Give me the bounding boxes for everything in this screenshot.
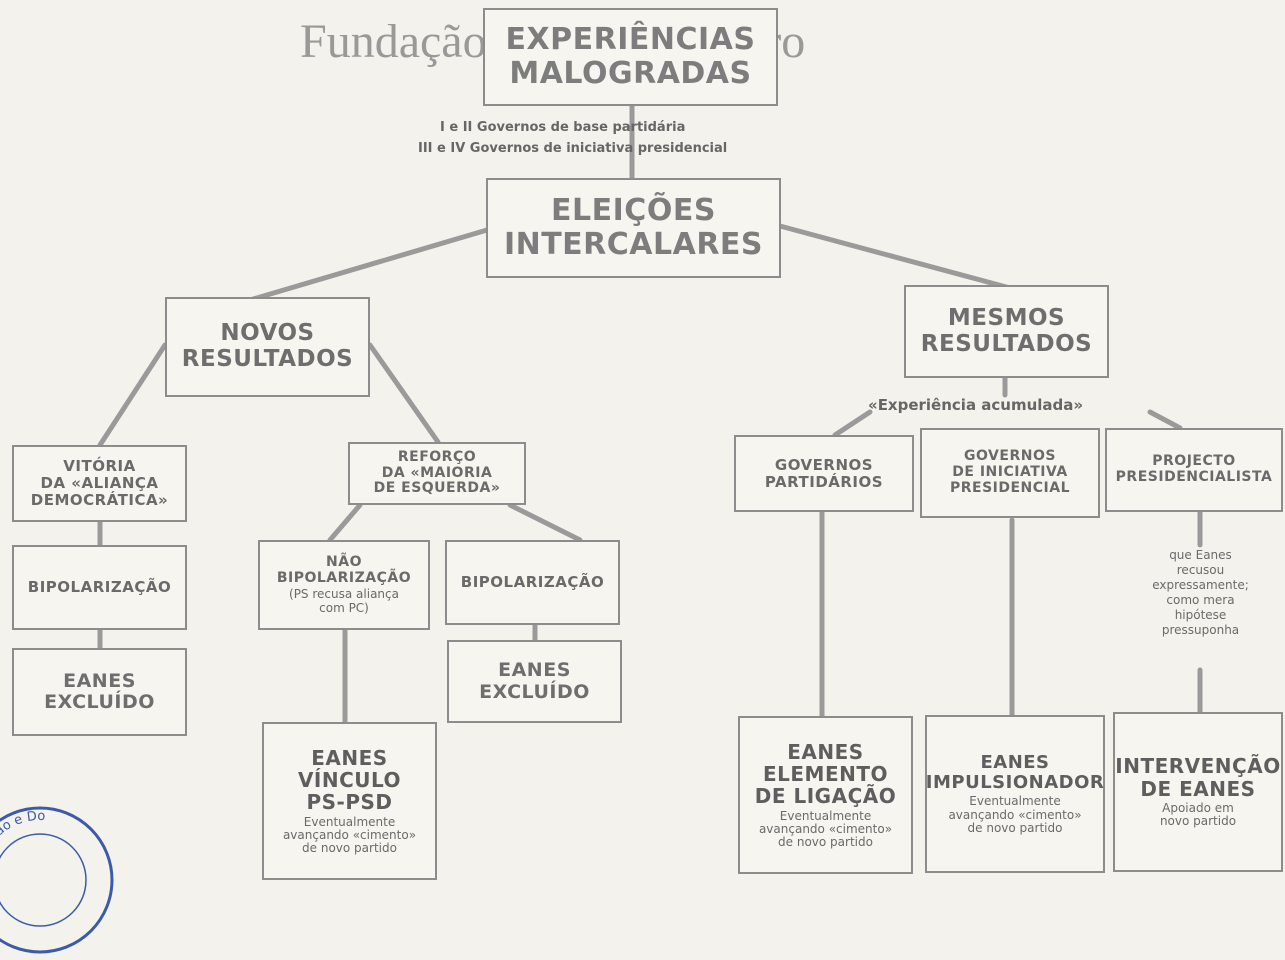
node-nao-bipol-text: NÃO BIPOLARIZAÇÃO (276, 554, 412, 586)
node-vitoria-text: VITÓRIA DA «ALIANÇA DEMOCRÁTICA» (30, 457, 169, 509)
node-eanes-excl-mid-text: EANES EXCLUÍDO (479, 659, 590, 703)
node-mesmos-resultados: MESMOS RESULTADOS (904, 285, 1109, 378)
node-bipolarizacao-mid: BIPOLARIZAÇÃO (445, 540, 620, 625)
node-intervencao-text: INTERVENÇÃO DE EANES (1115, 754, 1281, 801)
node-gov-iniciativa-text: GOVERNOS DE INICIATIVA PRESIDENCIAL (949, 448, 1071, 496)
node-eanes-ligacao-note: Eventualmente avançando «cimento» de nov… (758, 808, 893, 850)
node-projecto-text: PROJECTO PRESIDENCIALISTA (1115, 453, 1273, 485)
node-bipol-mid-text: BIPOLARIZAÇÃO (460, 573, 605, 592)
node-intervencao-note: Apoiado em novo partido (1159, 801, 1237, 829)
eanes-hypothesis-note: que Eanes recusou expressamente; como me… (1152, 548, 1249, 637)
node-eanes-excluido-left: EANES EXCLUÍDO (12, 648, 187, 736)
node-eanes-impulsionador-text: EANES IMPULSIONADOR (925, 752, 1105, 794)
node-vitoria: VITÓRIA DA «ALIANÇA DEMOCRÁTICA» (12, 445, 187, 522)
node-eanes-excluido-mid: EANES EXCLUÍDO (447, 640, 622, 723)
node-nao-bipol-note: (PS recusa aliança com PC) (289, 587, 399, 615)
node-eleicoes: ELEIÇÕES INTERCALARES (486, 178, 781, 278)
node-projecto-presidencialista: PROJECTO PRESIDENCIALISTA (1105, 428, 1283, 512)
node-novos-resultados: NOVOS RESULTADOS (165, 297, 370, 397)
archive-stamp: mentação e Do (0, 806, 114, 954)
node-bipol-left-text: BIPOLARIZAÇÃO (27, 578, 172, 597)
node-reforco: REFORÇO DA «MAIORIA DE ESQUERDA» (348, 442, 526, 505)
node-bipolarizacao-left: BIPOLARIZAÇÃO (12, 545, 187, 630)
node-eanes-ligacao: EANES ELEMENTO DE LIGAÇÃO Eventualmente … (738, 716, 913, 874)
node-eanes-ligacao-text: EANES ELEMENTO DE LIGAÇÃO (754, 739, 897, 809)
node-eanes-vinculo: EANES VÍNCULO PS-PSD Eventualmente avanç… (262, 722, 437, 880)
node-eleicoes-text: ELEIÇÕES INTERCALARES (503, 193, 764, 262)
node-intervencao-eanes: INTERVENÇÃO DE EANES Apoiado em novo par… (1113, 712, 1283, 872)
node-mesmos-text: MESMOS RESULTADOS (920, 304, 1093, 357)
experiencia-acumulada-label: «Experiência acumulada» (868, 396, 1084, 414)
node-eanes-impulsionador: EANES IMPULSIONADOR Eventualmente avança… (925, 715, 1105, 873)
node-experiencias-text: EXPERIÊNCIAS MALOGRADAS (505, 22, 756, 91)
node-nao-bipolarizacao: NÃO BIPOLARIZAÇÃO (PS recusa aliança com… (258, 540, 430, 630)
node-novos-text: NOVOS RESULTADOS (181, 320, 354, 372)
node-reforco-text: REFORÇO DA «MAIORIA DE ESQUERDA» (373, 448, 501, 497)
node-governos-iniciativa: GOVERNOS DE INICIATIVA PRESIDENCIAL (920, 428, 1100, 518)
node-gov-partidarios-text: GOVERNOS PARTIDÁRIOS (764, 455, 884, 491)
node-eanes-vinculo-text: EANES VÍNCULO PS-PSD (297, 745, 402, 815)
governos-label-1: I e II Governos de base partidária (440, 120, 686, 135)
governos-label-2: III e IV Governos de iniciativa presiden… (418, 141, 728, 156)
node-eanes-vinculo-note: Eventualmente avançando «cimento» de nov… (282, 814, 417, 856)
node-eanes-impulsionador-note: Eventualmente avançando «cimento» de nov… (948, 794, 1082, 835)
svg-text:mentação e Do: mentação e Do (0, 809, 45, 881)
node-governos-partidarios: GOVERNOS PARTIDÁRIOS (734, 435, 914, 512)
org-diagram: Fundação Cuidar o Futuro EXPERIÊNCIAS MA… (0, 8, 1283, 954)
node-experiencias: EXPERIÊNCIAS MALOGRADAS (483, 8, 778, 106)
node-eanes-excl-left-text: EANES EXCLUÍDO (44, 669, 155, 713)
connector-lines (97, 103, 1203, 725)
